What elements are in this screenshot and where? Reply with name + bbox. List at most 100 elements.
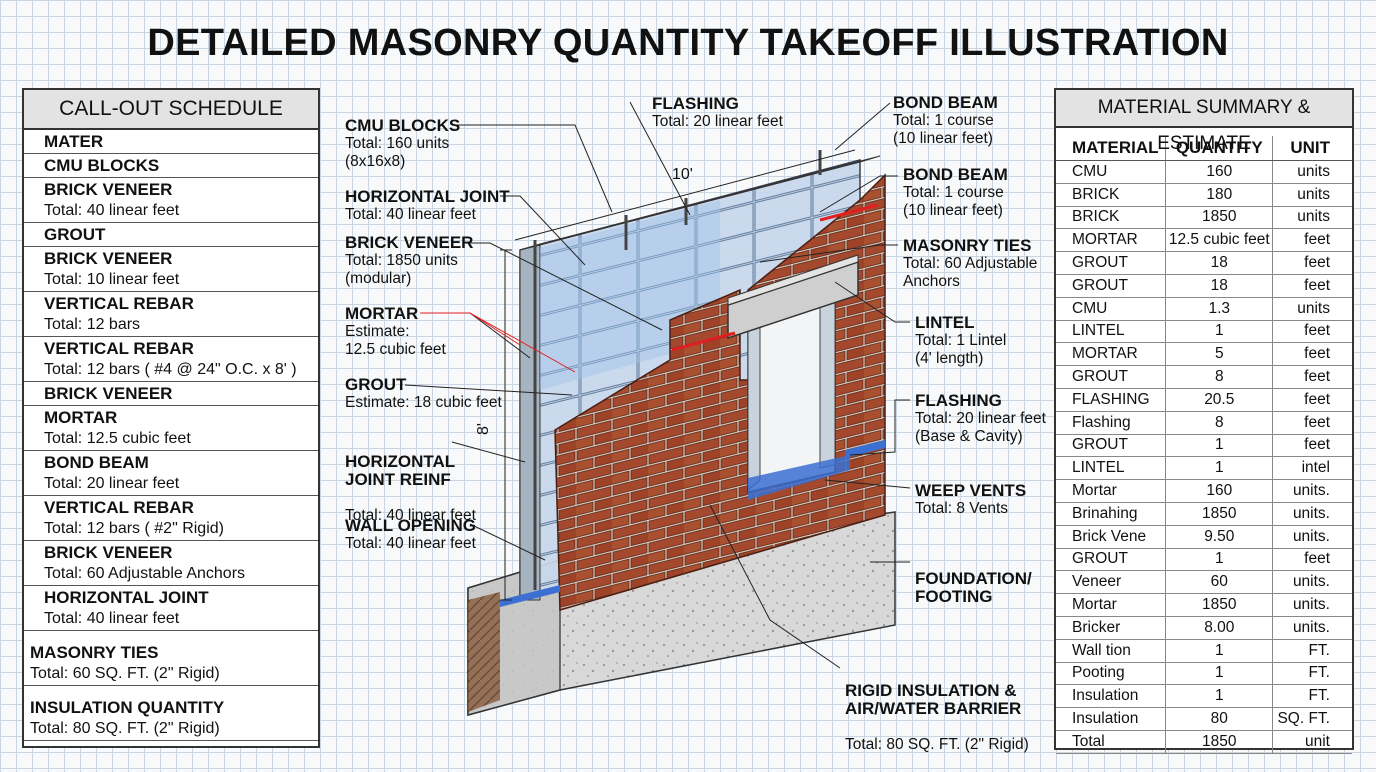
summary-cell-quantity: 8.00 xyxy=(1165,616,1274,640)
summary-cell-quantity: 1 xyxy=(1165,548,1274,572)
schedule-row-heading: MASONRY TIES xyxy=(30,643,159,662)
callout-brick-veneer: BRICK VENEER Total: 1850 units (modular) xyxy=(345,233,474,288)
summary-cell-material: GROUT xyxy=(1056,274,1167,298)
col-unit: UNIT xyxy=(1272,136,1352,161)
summary-cell-quantity: 18 xyxy=(1165,251,1274,275)
summary-cell-material: BRICK xyxy=(1056,206,1167,230)
summary-cell-material: MORTAR xyxy=(1056,342,1167,367)
summary-cell-material: Brick Vene xyxy=(1056,525,1167,549)
schedule-row-heading: BRICK VENEER xyxy=(44,543,173,562)
summary-cell-material: LINTEL xyxy=(1056,456,1167,481)
summary-cell-unit: units. xyxy=(1272,570,1352,595)
schedule-row-heading: BRICK VENEER xyxy=(44,384,173,403)
schedule-row-text: Total: 12 bars ( #4 @ 24" O.C. x 8' ) xyxy=(44,361,297,378)
summary-cell-material: MORTAR xyxy=(1056,228,1167,253)
dimension-lines xyxy=(500,149,856,601)
summary-cell-material: Insulation xyxy=(1056,707,1167,731)
dim-length: 10' xyxy=(672,166,693,183)
summary-cell-unit: feet xyxy=(1272,228,1352,253)
summary-cell-material: CMU xyxy=(1056,297,1167,321)
callout-horizontal-joint-reinf: HORIZONTAL JOINT REINF Total: 40 linear … xyxy=(345,452,476,525)
summary-cell-quantity: 18 xyxy=(1165,274,1274,298)
schedule-row-heading: MORTAR xyxy=(44,408,118,427)
summary-cell-quantity: 1850 xyxy=(1165,206,1274,230)
schedule-row-text: Total: 60 Adjustable Anchors xyxy=(44,565,246,582)
schedule-row: BRICK VENEER xyxy=(24,382,318,406)
schedule-row-heading: BRICK VENEER xyxy=(44,180,173,199)
summary-cell-material: Bricker xyxy=(1056,616,1167,640)
callout-wall-opening: WALL OPENING Total: 40 linear feet xyxy=(345,516,476,553)
callout-flashing-top: FLASHING Total: 20 linear feet xyxy=(652,94,783,131)
schedule-row-text: Total: 40 linear feet xyxy=(44,202,180,219)
schedule-row-text: Total: 10 linear feet xyxy=(44,271,180,288)
summary-cell-unit: intel xyxy=(1272,456,1352,481)
summary-cell-material: Pooting xyxy=(1056,662,1167,686)
summary-cell-quantity: 160 xyxy=(1165,160,1274,184)
callout-cmu-blocks: CMU BLOCKS Total: 160 units (8x16x8) xyxy=(345,116,461,171)
schedule-row-heading: BRICK VENEER xyxy=(44,249,173,268)
callout-grout: GROUT Estimate: 18 cubic feet xyxy=(345,375,502,412)
summary-cell-material: Insulation xyxy=(1056,684,1167,709)
summary-cell-unit: FT. xyxy=(1272,662,1352,686)
schedule-row-text: Total: 12 bars xyxy=(44,316,141,333)
summary-cell-quantity: 1 xyxy=(1165,639,1274,663)
summary-cell-unit: feet xyxy=(1272,365,1352,389)
callout-foundation: FOUNDATION/ FOOTING xyxy=(915,569,1032,606)
summary-cell-unit: units. xyxy=(1272,593,1352,617)
callout-lintel: LINTEL Total: 1 Lintel (4' length) xyxy=(915,313,1007,368)
schedule-row: MASONRY TIES Total: 60 SQ. FT. (2" Rigid) xyxy=(24,641,318,686)
dim-height: 8' xyxy=(474,423,492,435)
schedule-row-heading: BOND BEAM xyxy=(44,453,149,472)
wall-opening xyxy=(747,295,850,500)
summary-cell-material: LINTEL xyxy=(1056,320,1167,344)
summary-cell-unit: FT. xyxy=(1272,639,1352,663)
summary-cell-quantity: 1 xyxy=(1165,434,1274,458)
summary-cell-unit: units. xyxy=(1272,479,1352,503)
schedule-row: CMU BLOCKS xyxy=(24,154,318,178)
summary-cell-unit: units. xyxy=(1272,502,1352,526)
lintel xyxy=(727,254,859,340)
summary-cell-quantity: 9.50 xyxy=(1165,525,1274,549)
summary-cell-material: Mortar xyxy=(1056,479,1167,503)
summary-cell-quantity: 160 xyxy=(1165,479,1274,503)
callout-weep-vents: WEEP VENTS Total: 8 Vents xyxy=(915,481,1027,518)
summary-cell-quantity: 1 xyxy=(1165,456,1274,481)
callout-flashing-right: FLASHING Total: 20 linear feet (Base & C… xyxy=(915,391,1046,446)
summary-cell-quantity: 1850 xyxy=(1165,593,1274,617)
base-flashing xyxy=(500,440,885,607)
summary-cell-unit: feet xyxy=(1272,274,1352,298)
summary-cell-material: Wall tion xyxy=(1056,639,1167,663)
summary-cell-unit: feet xyxy=(1272,548,1352,572)
summary-cell-quantity: 180 xyxy=(1165,183,1274,207)
summary-cell-unit: units. xyxy=(1272,616,1352,640)
summary-cell-unit: feet xyxy=(1272,342,1352,367)
summary-cell-quantity: 1.3 xyxy=(1165,297,1274,321)
summary-cell-unit: units xyxy=(1272,183,1352,207)
schedule-row-text: Total: 60 SQ. FT. (2" Rigid) xyxy=(30,665,220,682)
summary-cell-quantity: 8 xyxy=(1165,365,1274,389)
callout-masonry-ties: MASONRY TIES Total: 60 Adjustable Anchor… xyxy=(903,236,1038,291)
schedule-row-heading: VERTICAL REBAR xyxy=(44,294,194,313)
summary-cell-material: Mortar xyxy=(1056,593,1167,617)
summary-cell-quantity: 1 xyxy=(1165,320,1274,344)
schedule-row: BRICK VENEER Total: 10 linear feet xyxy=(24,247,318,292)
callout-mortar: MORTAR Estimate: 12.5 cubic feet xyxy=(345,304,446,359)
summary-cell-quantity: 1 xyxy=(1165,684,1274,709)
summary-cell-material: Veneer xyxy=(1056,570,1167,595)
